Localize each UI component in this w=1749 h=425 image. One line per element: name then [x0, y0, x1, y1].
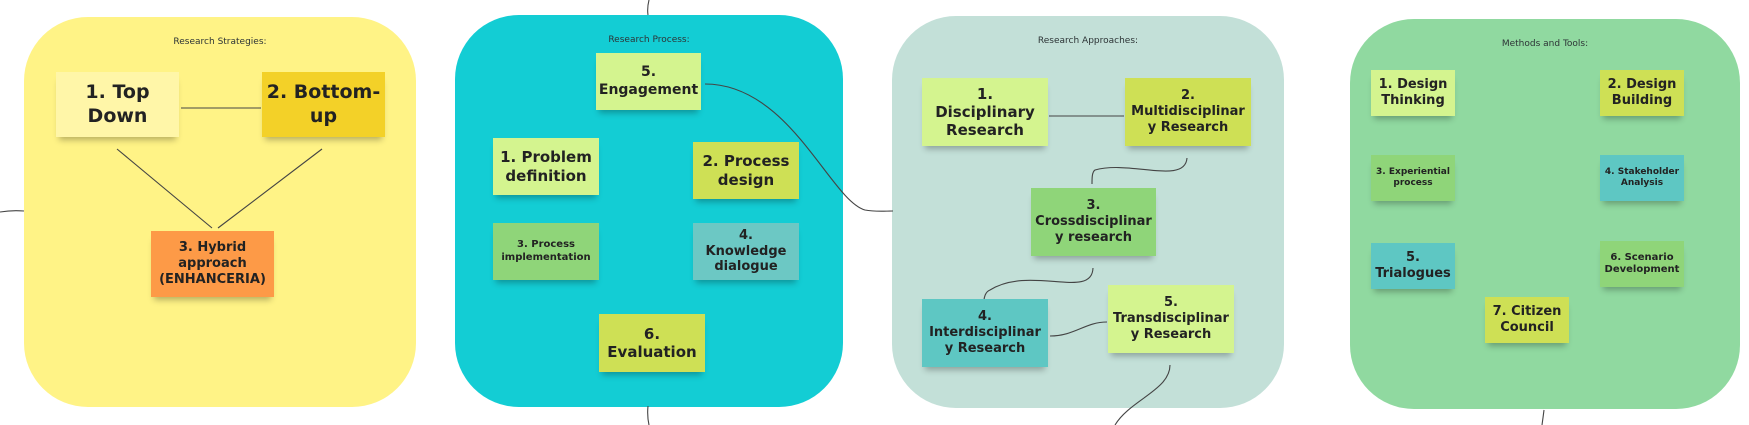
- connector-top-process: [647, 0, 650, 16]
- note-bottom-up[interactable]: 2. Bottom-up: [262, 72, 385, 137]
- note-engagement[interactable]: 5.Engagement: [596, 53, 701, 110]
- frame-title: Methods and Tools:: [1501, 39, 1589, 49]
- connector-offscreen-to-strategies: [0, 210, 25, 213]
- note-evaluation[interactable]: 6.Evaluation: [599, 314, 705, 372]
- note-trialogues[interactable]: 5.Trialogues: [1371, 243, 1455, 289]
- connector-methods-bottom: [1541, 409, 1545, 425]
- frame-title: Research Approaches:: [1037, 36, 1139, 46]
- frame-title: Research Strategies:: [173, 37, 267, 47]
- connector-process-bottom: [647, 405, 650, 425]
- frame-title: Research Process:: [608, 35, 690, 45]
